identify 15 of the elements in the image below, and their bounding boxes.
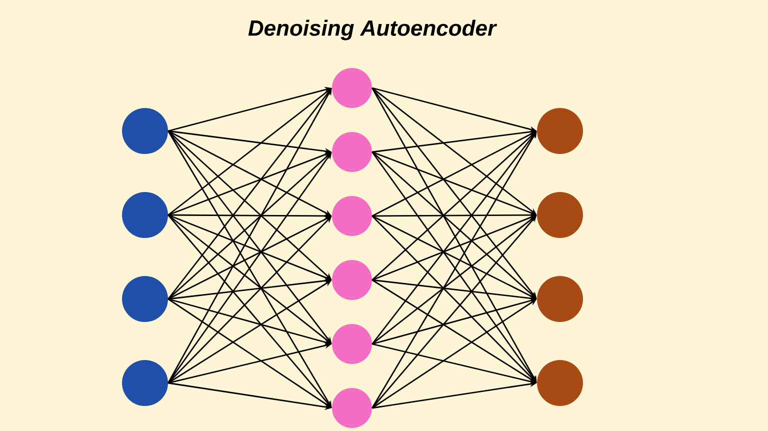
neuron-circle	[332, 388, 372, 428]
neuron-circle	[537, 276, 583, 322]
neuron-circle	[122, 108, 168, 154]
neuron-circle	[537, 360, 583, 406]
neuron-circle	[332, 260, 372, 300]
title: Denoising Autoencoder	[248, 20, 498, 40]
neuron-circle	[332, 324, 372, 364]
neuron-circle	[122, 360, 168, 406]
neuron-circle	[122, 192, 168, 238]
neuron-circle	[122, 276, 168, 322]
neuron-circle	[537, 192, 583, 238]
neuron-circle	[537, 108, 583, 154]
neuron-circle	[332, 68, 372, 108]
neuron-circle	[332, 196, 372, 236]
neuron-circle	[332, 132, 372, 172]
